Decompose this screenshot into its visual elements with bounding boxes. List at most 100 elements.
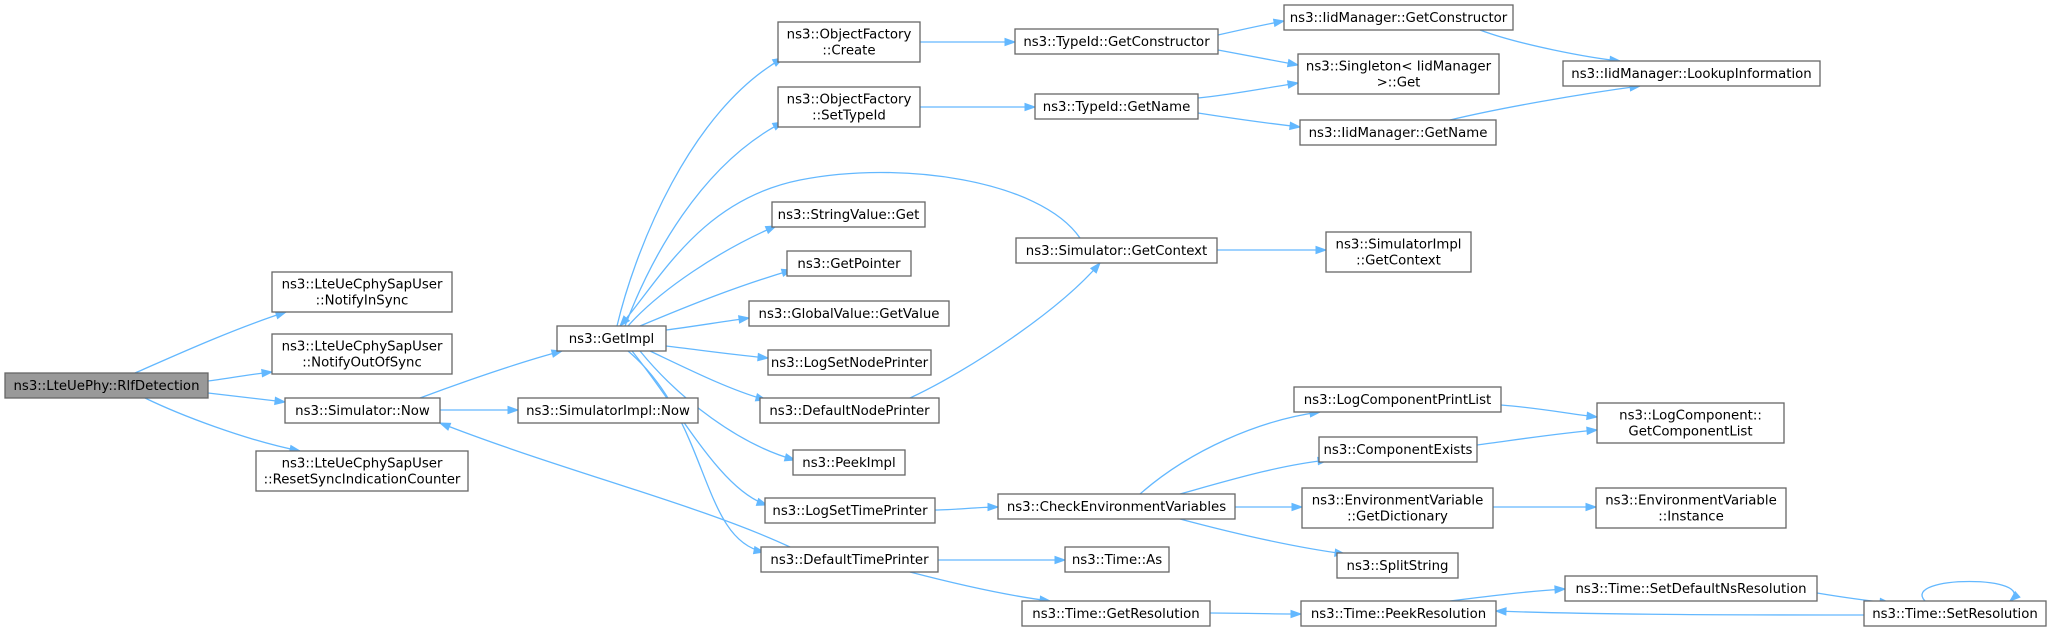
edge-line <box>639 350 796 461</box>
edge-arrowhead <box>757 352 770 362</box>
edge-arrowhead <box>274 311 288 320</box>
edge-logsettime-to-checkenv <box>934 502 1000 512</box>
node-strget[interactable]: ns3::StringValue::Get <box>771 201 926 228</box>
node-label: ns3::Simulator::Now <box>295 404 430 419</box>
node-box <box>1564 575 1818 602</box>
node-label: ns3::SimulatorImpl::Now <box>526 404 690 419</box>
edge-envgetdict-to-envinstance <box>1492 502 1598 512</box>
edge-arrowhead <box>738 315 751 324</box>
node-label: ns3::EnvironmentVariable <box>1312 494 1484 509</box>
node-envinstance[interactable]: ns3::EnvironmentVariable::Instance <box>1595 487 1787 529</box>
edge-deftime-to-timegetres <box>909 571 1052 604</box>
node-box <box>1283 4 1514 31</box>
edge-line <box>627 350 765 553</box>
node-ofsettypeid[interactable]: ns3::ObjectFactory::SetTypeId <box>777 86 921 128</box>
node-getimpl[interactable]: ns3::GetImpl <box>556 325 667 352</box>
node-box <box>997 493 1236 520</box>
node-timegetres[interactable]: ns3::Time::GetResolution <box>1021 600 1211 627</box>
node-label: ns3::GetImpl <box>569 332 654 347</box>
node-splitstring[interactable]: ns3::SplitString <box>1336 552 1459 579</box>
node-box <box>1014 28 1219 55</box>
node-label: ns3::IidManager::GetName <box>1309 126 1488 141</box>
node-compexists[interactable]: ns3::ComponentExists <box>1318 436 1478 463</box>
node-label: ns3::DefaultNodePrinter <box>769 404 930 419</box>
edge-arrowhead <box>1585 502 1598 512</box>
edge-arrowhead <box>1004 37 1017 47</box>
node-label: ns3::StringValue::Get <box>778 208 920 223</box>
node-simimplnow[interactable]: ns3::SimulatorImpl::Now <box>517 397 699 424</box>
node-label: ns3::EnvironmentVariable <box>1605 494 1777 509</box>
node-box <box>1596 402 1785 444</box>
edge-line <box>1921 580 2015 602</box>
edge-arrowhead <box>1554 585 1567 594</box>
edge-line <box>909 571 1051 602</box>
edge-tidctor-to-singleton <box>1217 49 1300 68</box>
edge-arrowhead <box>1494 607 1507 616</box>
node-defnode[interactable]: ns3::DefaultNodePrinter <box>759 397 940 424</box>
edge-line <box>1479 29 1621 62</box>
node-box <box>517 397 699 424</box>
edge-line <box>1197 112 1301 128</box>
node-label: ns3::SimulatorImpl <box>1336 238 1462 253</box>
node-box <box>1562 60 1821 87</box>
edge-logcompprint-to-logcomplist <box>1500 404 1599 421</box>
node-simnow[interactable]: ns3::Simulator::Now <box>284 397 441 424</box>
node-outofsync[interactable]: ns3::LteUeCphySapUser::NotifyOutOfSync <box>271 333 453 375</box>
node-logsettime[interactable]: ns3::LogSetTimePrinter <box>764 497 936 524</box>
edge-arrowhead <box>1290 609 1303 619</box>
node-box <box>1297 53 1500 95</box>
node-tidctor[interactable]: ns3::TypeId::GetConstructor <box>1014 28 1219 55</box>
node-resetsync[interactable]: ns3::LteUeCphySapUser::ResetSyncIndicati… <box>255 450 469 492</box>
node-box <box>786 250 912 277</box>
node-setres[interactable]: ns3::Time::SetResolution <box>1863 600 2047 627</box>
node-setdefns[interactable]: ns3::Time::SetDefaultNsResolution <box>1564 575 1818 602</box>
node-box <box>1299 119 1497 146</box>
node-envgetdict[interactable]: ns3::EnvironmentVariable::GetDictionary <box>1301 487 1494 529</box>
node-box <box>792 449 906 476</box>
node-getpointer[interactable]: ns3::GetPointer <box>786 250 912 277</box>
node-logcompprint[interactable]: ns3::LogComponentPrintList <box>1293 386 1502 413</box>
node-tidname[interactable]: ns3::TypeId::GetName <box>1034 93 1199 120</box>
node-label: ns3::LogSetTimePrinter <box>772 504 928 519</box>
node-label: ns3::LteUePhy::RlfDetection <box>13 379 199 394</box>
node-peekres[interactable]: ns3::Time::PeekResolution <box>1300 600 1497 627</box>
node-insync[interactable]: ns3::LteUeCphySapUser::NotifyInSync <box>271 271 453 313</box>
node-label: ns3::LteUeCphySapUser <box>282 278 443 293</box>
node-logsetnode[interactable]: ns3::LogSetNodePrinter <box>767 349 932 376</box>
node-label: ns3::Time::SetDefaultNsResolution <box>1575 582 1806 597</box>
edge-arrowhead <box>1315 245 1328 255</box>
node-iidname[interactable]: ns3::IidManager::GetName <box>1299 119 1497 146</box>
edge-arrowhead <box>438 422 452 431</box>
edge-ofcreate-to-tidctor <box>920 37 1017 47</box>
edge-line <box>1217 49 1299 66</box>
edge-arrowhead <box>507 405 520 415</box>
edge-line <box>627 225 777 327</box>
node-timeas[interactable]: ns3::Time::As <box>1064 546 1170 573</box>
edge-arrowhead <box>1054 555 1067 565</box>
edge-getimpl-to-gvgetvalue <box>665 315 751 331</box>
node-logcomplist[interactable]: ns3::LogComponent::GetComponentList <box>1596 402 1785 444</box>
edge-rlf-to-simnow <box>207 392 287 406</box>
edge-line <box>134 311 287 374</box>
node-gvgetvalue[interactable]: ns3::GlobalValue::GetValue <box>748 300 950 327</box>
node-label: ns3::SplitString <box>1347 559 1449 574</box>
node-singleton[interactable]: ns3::Singleton< IidManager>::Get <box>1297 53 1500 95</box>
node-simctx[interactable]: ns3::Simulator::GetContext <box>1015 237 1218 264</box>
node-checkenv[interactable]: ns3::CheckEnvironmentVariables <box>997 493 1236 520</box>
node-label: ns3::ComponentExists <box>1323 443 1472 458</box>
edge-line <box>1197 82 1299 99</box>
node-simimplctx[interactable]: ns3::SimulatorImpl::GetContext <box>1325 231 1472 273</box>
node-label: ::SetTypeId <box>812 109 886 124</box>
edge-defnode-to-simctx <box>909 261 1101 399</box>
node-deftime[interactable]: ns3::DefaultTimePrinter <box>760 546 939 573</box>
edge-tidname-to-iidname <box>1197 112 1302 131</box>
node-peekimpl[interactable]: ns3::PeekImpl <box>792 449 906 476</box>
node-iidctor[interactable]: ns3::IidManager::GetConstructor <box>1283 4 1514 31</box>
edge-arrowhead <box>2008 590 2021 602</box>
node-label: ns3::LteUeCphySapUser <box>282 457 443 472</box>
node-ofcreate[interactable]: ns3::ObjectFactory::Create <box>777 21 921 63</box>
edge-line <box>144 397 301 452</box>
node-iidlookup[interactable]: ns3::IidManager::LookupInformation <box>1562 60 1821 87</box>
node-label: ns3::Time::As <box>1072 553 1162 568</box>
node-rlf[interactable]: ns3::LteUePhy::RlfDetection <box>4 372 209 399</box>
